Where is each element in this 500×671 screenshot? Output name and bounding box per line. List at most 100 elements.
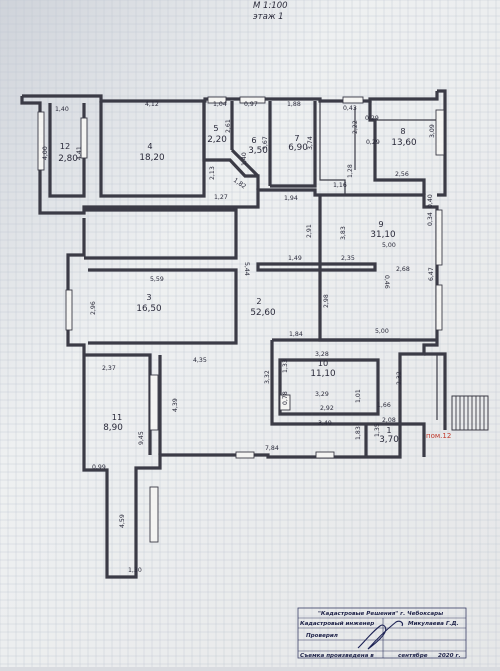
dim: 2,91 <box>306 224 313 238</box>
staircase <box>451 395 489 431</box>
room-3-area: 16,50 <box>136 304 162 314</box>
dim: 3,09 <box>429 124 436 138</box>
room-5-number: 5 <box>213 123 218 133</box>
walls <box>20 89 447 579</box>
room-6-number: 6 <box>251 135 256 145</box>
dim: 9,45 <box>138 431 145 445</box>
dim: 3,32 <box>264 370 271 384</box>
room-12-area: 2,80 <box>58 154 78 164</box>
stamp-engineer-label: Кадастровый инженер <box>300 621 374 627</box>
dim: 4,59 <box>119 514 126 528</box>
dim: 1,16 <box>333 182 347 189</box>
room-2-area: 52,60 <box>250 308 276 318</box>
dim: 2,96 <box>90 301 97 315</box>
dim: 2,08 <box>382 417 396 424</box>
stamp-engineer-name: Микулаева Г.Д. <box>408 621 459 627</box>
room-1-area: 3,70 <box>379 435 399 445</box>
stamp-survey-year: 2020 г. <box>438 653 461 659</box>
dim: 1,94 <box>284 195 298 202</box>
stamp-survey-label: Съемка произведена в <box>300 653 374 659</box>
dim: 2,35 <box>341 255 355 262</box>
room-5-area: 2,20 <box>207 135 227 145</box>
dim: 3,67 <box>262 136 269 150</box>
dim: 4,12 <box>145 101 159 108</box>
dim: 2,92 <box>320 405 334 412</box>
dim: 1,28 <box>347 164 354 178</box>
room-11-number: 11 <box>112 412 122 422</box>
dim: 5,00 <box>382 242 396 249</box>
dim: 1,84 <box>289 331 303 338</box>
stamp-survey-month: сентябре <box>398 652 428 659</box>
dim: 1,49 <box>288 255 302 262</box>
dim: 1,66 <box>377 402 391 409</box>
stamp-checked-label: Проверил <box>306 633 338 639</box>
room-8-area: 13,60 <box>391 138 417 148</box>
premises-label: пом.12 <box>426 432 451 440</box>
room-4-area: 18,20 <box>139 153 165 163</box>
scale-label: М 1:100 <box>253 1 288 11</box>
dim: 5,44 <box>243 262 250 276</box>
dim: 3,49 <box>318 420 332 427</box>
dim: 1,30 <box>128 567 142 574</box>
dimension-labels: 1,40 4,00 4,41 4,12 1,04 0,97 1,88 0,43 … <box>42 101 436 574</box>
dim: 2,56 <box>395 171 409 178</box>
room-11-area: 8,90 <box>103 423 123 433</box>
title-stamp: "Кадастровые Решения" г. Чебоксары Кадас… <box>297 607 467 659</box>
room-3-number: 3 <box>146 292 151 302</box>
signature <box>357 620 403 650</box>
dim: 2,98 <box>323 294 330 308</box>
dim: 2,37 <box>102 365 116 372</box>
room-2-number: 2 <box>256 296 261 306</box>
dim: 1,01 <box>355 389 362 403</box>
dim: 0,43 <box>343 105 357 112</box>
dim: 7,84 <box>265 445 279 452</box>
dim: 4,00 <box>42 146 49 160</box>
room-10-number: 10 <box>318 358 328 368</box>
dim: 1,35 <box>374 423 381 437</box>
dim: 0,78 <box>282 391 289 405</box>
dim: 3,28 <box>315 351 329 358</box>
dim: 0,40 <box>427 194 434 208</box>
dim: 4,39 <box>172 398 179 412</box>
dim: 1,83 <box>355 426 362 440</box>
dim: 0,29 <box>365 115 379 122</box>
dim: 2,68 <box>396 266 410 273</box>
dim: 5,00 <box>375 328 389 335</box>
dim: 2,22 <box>352 120 359 134</box>
stamp-company: "Кадастровые Решения" г. Чебоксары <box>318 610 443 617</box>
dim: 0,97 <box>244 101 258 108</box>
room-7-area: 6,90 <box>288 143 308 153</box>
room-1-number: 1 <box>386 425 391 435</box>
dim: 0,34 <box>427 212 434 226</box>
dim: 1,27 <box>214 194 228 201</box>
dim: 3,74 <box>307 136 314 150</box>
dim: 2,32 <box>396 371 403 385</box>
windows <box>37 96 445 543</box>
room-10-area: 11,10 <box>310 369 336 379</box>
room-6-area: 3,50 <box>248 146 268 156</box>
dim: 1,04 <box>213 101 227 108</box>
dim: 1,33 <box>282 359 289 373</box>
room-12-number: 12 <box>60 141 70 151</box>
dim: 0,29 <box>366 139 380 146</box>
floor-label: этаж 1 <box>253 12 284 22</box>
dim: 3,83 <box>340 226 347 240</box>
room-9-area: 31,10 <box>370 230 396 240</box>
room-4-number: 4 <box>147 141 152 151</box>
dim: 4,41 <box>76 146 83 160</box>
dim: 1,88 <box>287 101 301 108</box>
dim: 2,13 <box>209 166 216 180</box>
room-7-number: 7 <box>294 133 299 143</box>
dim: 4,35 <box>193 357 207 364</box>
room-9-number: 9 <box>378 219 383 229</box>
room-labels: 12 2,80 4 18,20 5 2,20 6 3,50 7 6,90 8 1… <box>58 123 451 445</box>
dim: 0,99 <box>92 464 106 471</box>
dim: 6,47 <box>428 267 435 281</box>
dim: 1,40 <box>241 152 248 166</box>
dim: 1,40 <box>55 106 69 113</box>
room-8-number: 8 <box>400 126 405 136</box>
dim: 3,29 <box>315 391 329 398</box>
dim: 5,59 <box>150 276 164 283</box>
